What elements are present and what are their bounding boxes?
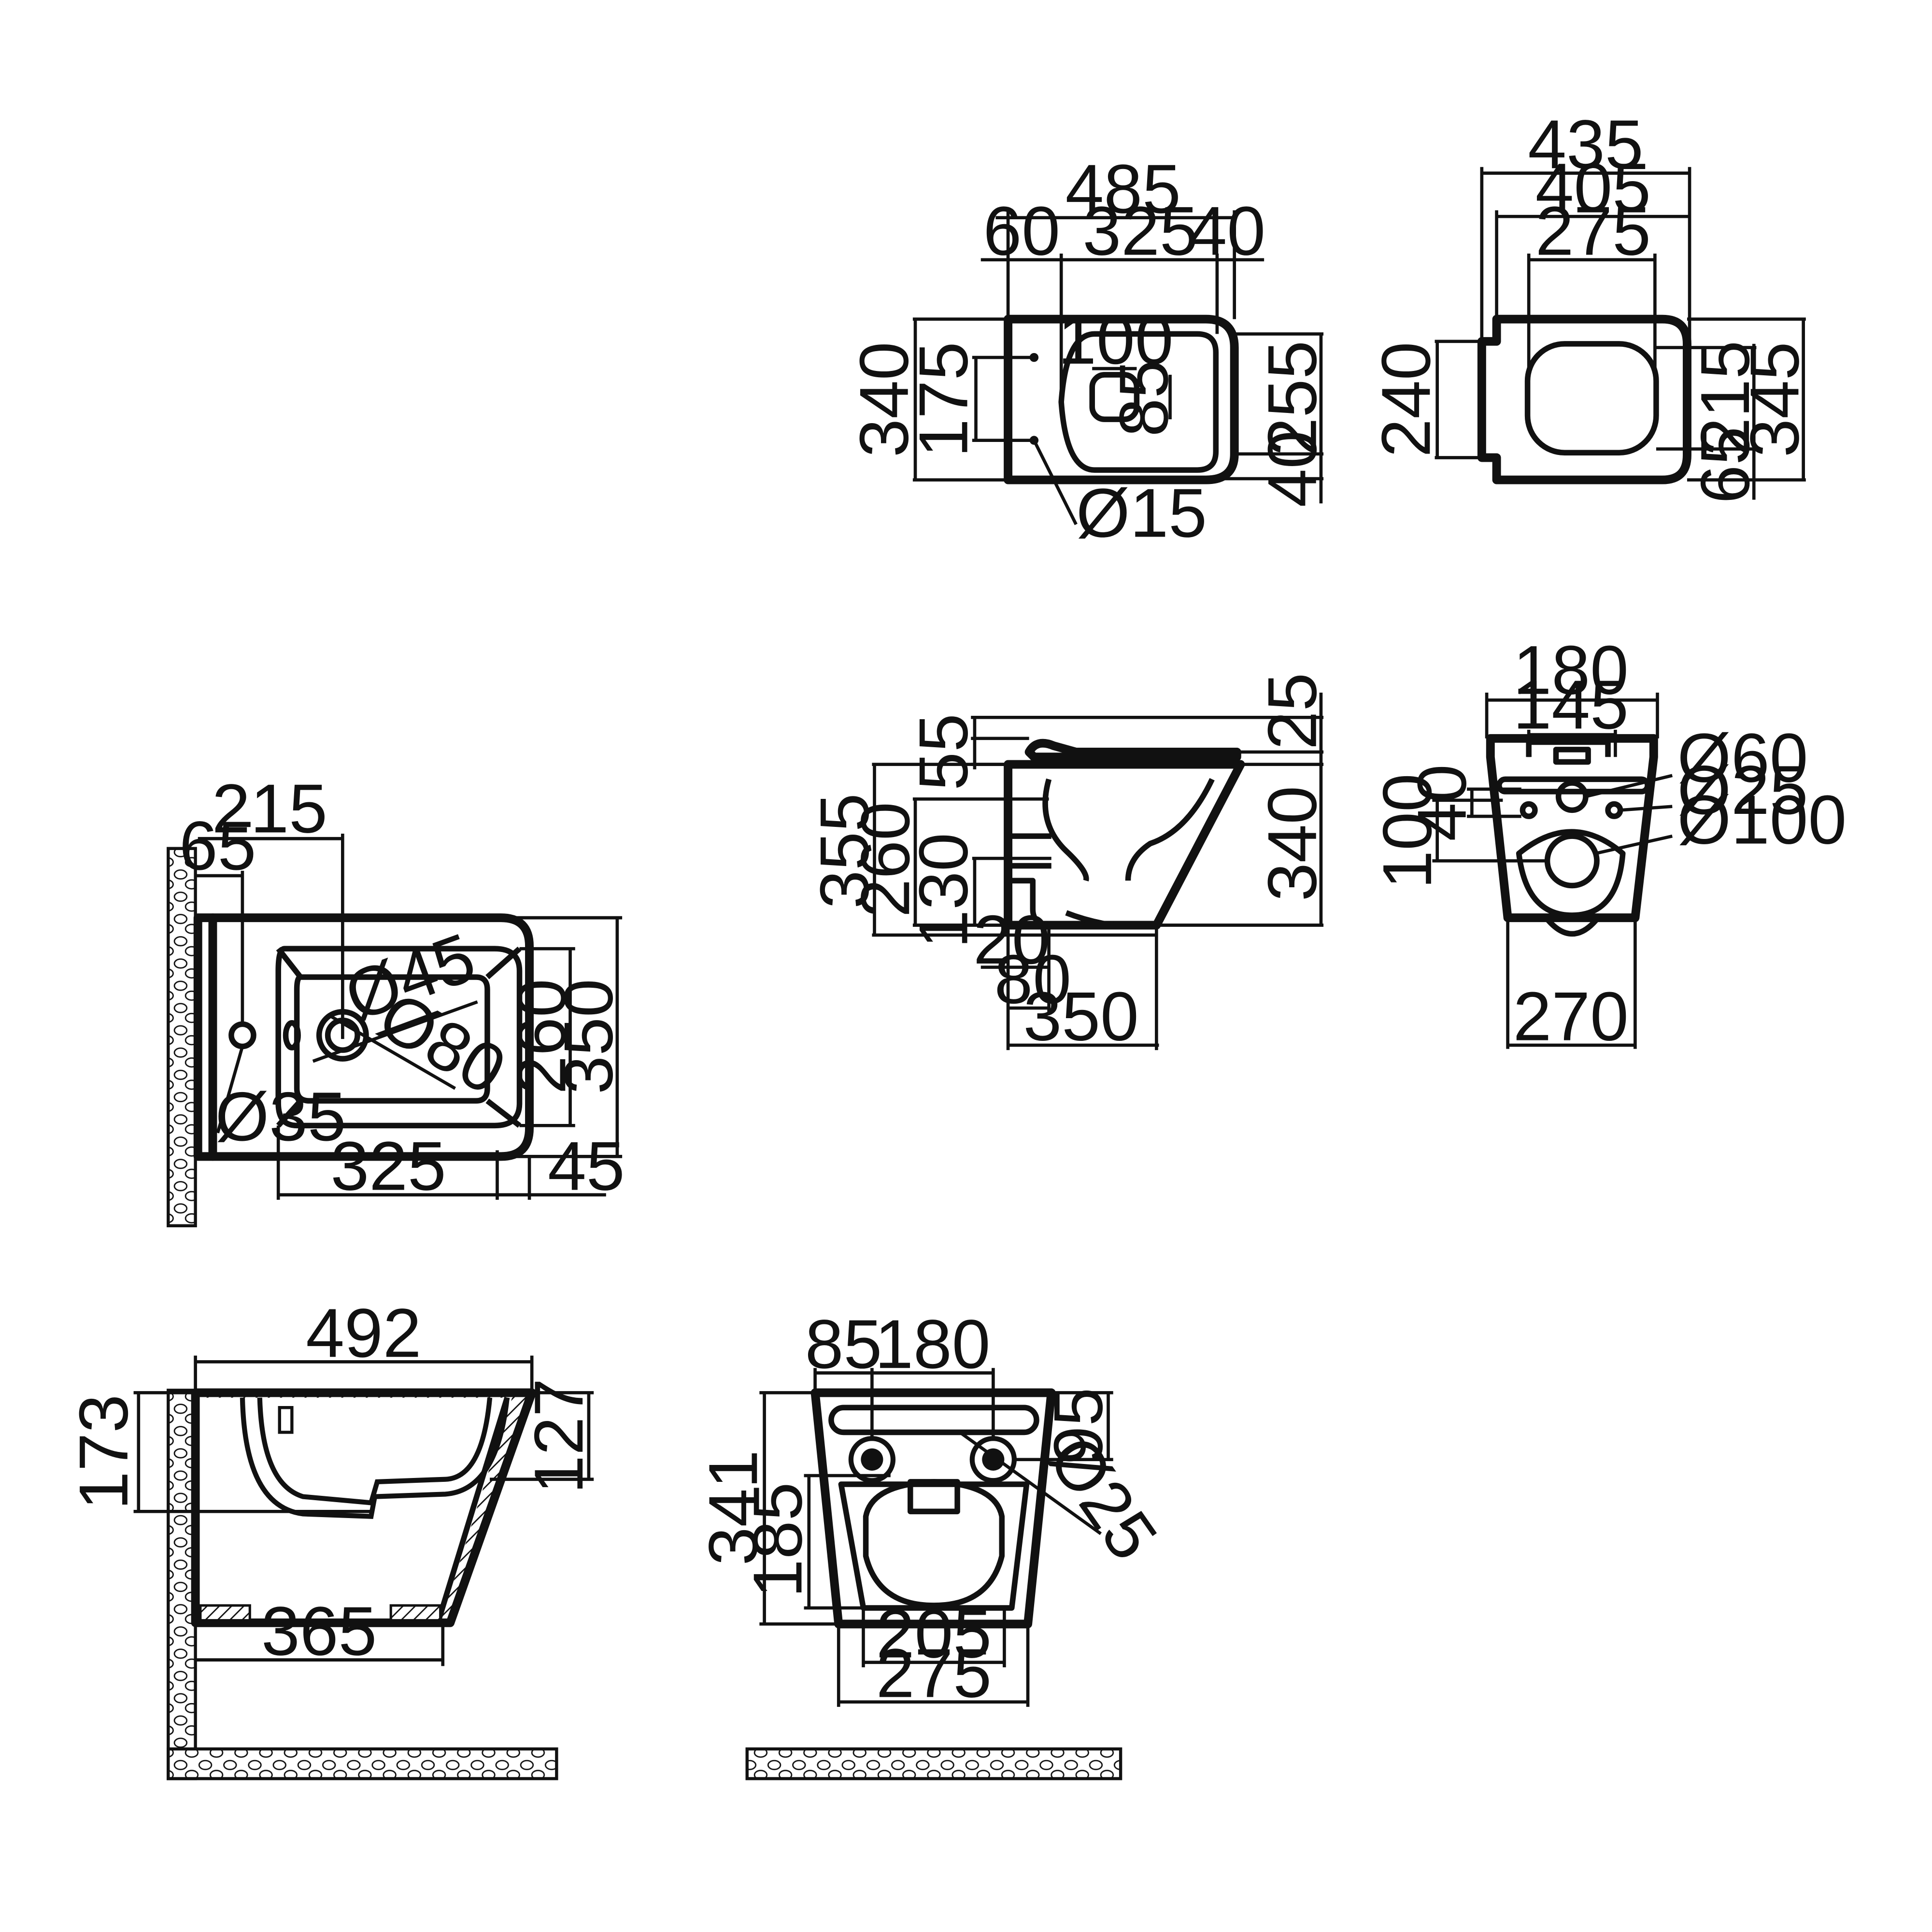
rear-view-drawing — [1432, 693, 1673, 1049]
dim-bidet-side-base-length: 365 — [261, 1592, 377, 1670]
dim-rear-inlet-diameter: Ø60 — [1677, 719, 1808, 796]
dim-seat-width: 345 — [1736, 342, 1813, 457]
dim-top-front-offset: 40 — [1189, 193, 1266, 270]
top-view-drawing — [912, 210, 1324, 526]
dim-seat-overall-length: 435 — [1528, 106, 1643, 183]
dim-bidet-drain-offset: 215 — [212, 770, 327, 847]
dim-seat-opening-width: 215 — [1687, 341, 1764, 456]
dim-top-outlet-width: 100 — [1058, 301, 1173, 379]
dim-seat-length: 405 — [1535, 149, 1651, 227]
dim-rear-bolt-diameter: Ø25 — [1677, 752, 1808, 829]
dim-seat-hinge-width: 240 — [1367, 342, 1445, 457]
dim-side-seat-thickness: 25 — [1254, 673, 1331, 750]
dim-bidet-front-margin: 45 — [548, 1128, 625, 1205]
bidet-rear-view-drawing — [745, 1368, 1122, 1780]
dim-side-projection: 350 — [1023, 978, 1139, 1055]
dim-side-total-height: 355 — [806, 793, 883, 909]
dim-bidet-side-wall-height: 173 — [65, 1394, 142, 1510]
dim-rear-bolt-offset: 40 — [1404, 764, 1481, 841]
dim-top-outlet-depth: 85 — [1105, 360, 1182, 437]
dim-bidet-rear-total-height: 341 — [695, 1450, 772, 1565]
dim-bidet-rear-bolt-height: 95 — [1040, 1388, 1117, 1464]
dim-top-bowl-width: 255 — [1254, 341, 1331, 456]
dim-side-lid-height: 55 — [905, 713, 982, 791]
dim-bidet-bowl-width: 260 — [503, 979, 580, 1094]
seat-view-drawing — [1435, 167, 1806, 500]
dim-rear-outlet-height: 100 — [1369, 773, 1446, 889]
bidet-side-view-drawing — [133, 1355, 594, 1780]
bidet-top-view-drawing — [167, 833, 623, 1227]
dim-rear-base-width: 270 — [1513, 978, 1629, 1055]
dim-side-bowl-height: 340 — [1254, 786, 1331, 901]
dim-bidet-rear-bolt-spacing: 180 — [875, 1306, 990, 1383]
dim-top-front-margin: 40 — [1254, 430, 1331, 507]
dim-bidet-side-total-length: 492 — [306, 1294, 421, 1372]
dim-top-height: 340 — [846, 342, 923, 457]
dim-bidet-total-width: 350 — [550, 979, 627, 1094]
dim-bidet-bowl-length: 325 — [330, 1128, 446, 1205]
dim-bidet-rear-bowl-width: 275 — [876, 1634, 992, 1712]
side-view-drawing — [872, 693, 1324, 1051]
dim-seat-opening-length: 275 — [1535, 193, 1651, 270]
dim-top-mount-hole: Ø15 — [1076, 474, 1207, 552]
dim-bidet-side-rim-depth: 127 — [520, 1378, 597, 1493]
dim-top-rear-offset: 60 — [983, 193, 1060, 270]
dim-side-outlet-offset: 80 — [994, 941, 1072, 1018]
dim-top-total-length: 485 — [1065, 150, 1181, 227]
dim-side-body-height: 260 — [847, 802, 924, 917]
dim-side-outlet-height: 130 — [905, 833, 982, 948]
dim-seat-front-margin: 65 — [1687, 426, 1764, 503]
dim-bidet-rear-base-width: 205 — [876, 1595, 992, 1672]
dim-rear-inlet-width: 145 — [1513, 666, 1629, 743]
dim-bidet-tap-hole: Ø35 — [215, 1078, 346, 1155]
dim-side-wall-gap: 20 — [973, 901, 1051, 979]
dim-bidet-hole-offset: 65 — [179, 807, 256, 884]
dim-bidet-rear-edge-offset: 85 — [805, 1306, 882, 1383]
dim-rear-outlet-diameter: Ø100 — [1677, 781, 1847, 858]
dim-rear-mount-width: 180 — [1513, 632, 1629, 709]
dim-bidet-rear-outlet-height: 185 — [739, 1482, 816, 1598]
dim-top-bowl-length: 325 — [1082, 193, 1198, 270]
dim-top-mount-spacing: 175 — [905, 342, 982, 457]
